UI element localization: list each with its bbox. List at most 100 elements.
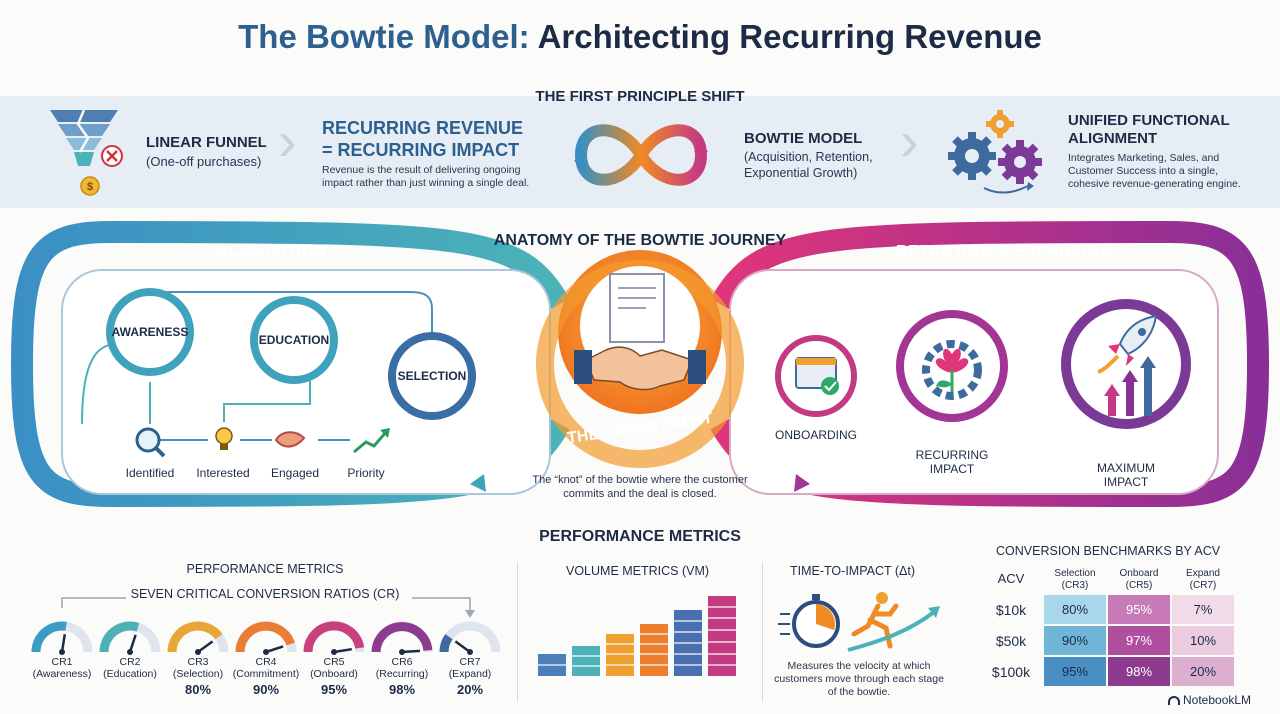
table-cell: 20%	[1172, 657, 1234, 686]
gauge-value-cr6: 98%	[388, 682, 416, 697]
node-recurring-impact: RECURRING IMPACT	[915, 448, 989, 476]
stage-priority: Priority	[347, 466, 385, 480]
table-header: Expand(CR7)	[1186, 568, 1220, 591]
gauge-needle	[60, 634, 67, 653]
brand-label: NotebookLM	[1168, 693, 1251, 707]
table-cell: 95%	[1108, 595, 1170, 624]
gauge-label-cr7: CR7(Expand)	[448, 656, 492, 681]
gauge-hub	[263, 649, 269, 655]
anatomy-heading: ANATOMY OF THE BOWTIE JOURNEY	[493, 232, 787, 249]
table-cell: 97%	[1108, 626, 1170, 655]
principle-heading: THE FIRST PRINCIPLE SHIFT	[535, 88, 745, 105]
gauge-hub	[195, 649, 201, 655]
table-header: ACV	[997, 571, 1025, 587]
recurring-desc: Revenue is the result of delivering ongo…	[322, 164, 530, 190]
stage-identified: Identified	[125, 466, 175, 480]
volume-bars-icon	[538, 596, 736, 676]
bowtie-model-sub: (Acquisition, Retention, Exponential Gro…	[744, 150, 873, 180]
table-header-row: ACV Selection(CR3) Onboard(CR5) Expand(C…	[980, 566, 1234, 593]
cr-heading: SEVEN CRITICAL CONVERSION RATIOS (CR)	[130, 587, 400, 601]
stage-engaged: Engaged	[270, 466, 320, 480]
gauge-label-cr4: CR4(Commitment)	[232, 656, 300, 681]
node-onboarding: ONBOARDING	[774, 428, 857, 442]
gauge-fill-cr5	[303, 621, 365, 653]
gears-icon	[948, 110, 1042, 194]
gauge-labels: CR1(Awareness) CR2(Education) CR3(Select…	[28, 656, 508, 706]
node-maximum-impact: MAXIMUM IMPACT	[1097, 461, 1155, 489]
node-education: EDUCATION	[258, 333, 330, 347]
linear-funnel-title: LINEAR FUNNEL	[146, 134, 267, 151]
gauge-fill-cr1	[31, 621, 67, 653]
time-desc: Measures the velocity at which customers…	[774, 660, 944, 699]
gauges-row	[31, 621, 501, 655]
stopwatch-runner-icon	[778, 592, 940, 652]
acv-cell: $10k	[980, 595, 1042, 624]
gauge-value-cr3: 80%	[184, 682, 212, 697]
commitment-desc: The “knot” of the bowtie where the custo…	[532, 474, 748, 500]
recurring-title-2: = RECURRING IMPACT	[322, 140, 520, 160]
gauge-fill-cr6	[371, 622, 433, 653]
gauge-hub	[127, 649, 133, 655]
recurring-title-1: RECURRING REVENUE	[322, 118, 524, 138]
benchmark-table: ACV Selection(CR3) Onboard(CR5) Expand(C…	[978, 564, 1236, 688]
acv-cell: $50k	[980, 626, 1042, 655]
bowtie-model-title: BOWTIE MODEL	[744, 130, 863, 147]
table-cell: 80%	[1044, 595, 1106, 624]
svg-text:$: $	[87, 181, 93, 193]
divider	[762, 562, 763, 702]
gauge-needle	[333, 647, 352, 654]
unified-title-1: UNIFIED FUNCTIONAL	[1068, 112, 1230, 129]
retention-heading: RETENTION & EXPANSION	[896, 243, 1113, 260]
metrics-left-heading: PERFORMANCE METRICS	[186, 562, 344, 576]
page-title: The Bowtie Model: Architecting Recurring…	[238, 18, 1042, 55]
gauge-label-cr6: CR6(Recurring)	[375, 656, 429, 681]
gauge-value-cr5: 95%	[320, 682, 348, 697]
bowtie-diagram	[10, 220, 1270, 508]
table-header: Onboard(CR5)	[1119, 568, 1159, 591]
time-heading: TIME-TO-IMPACT (Δt)	[790, 564, 916, 578]
gauge-hub	[399, 649, 405, 655]
gauge-needle	[197, 640, 214, 654]
divider	[517, 562, 518, 702]
infinity-icon	[574, 124, 708, 186]
gauge-needle	[454, 640, 471, 654]
gauge-fill-cr3	[167, 621, 223, 653]
gauge-value-cr7: 20%	[456, 682, 484, 697]
metrics-heading: PERFORMANCE METRICS	[539, 528, 741, 545]
table-cell: 98%	[1108, 657, 1170, 686]
gauge-fill-cr7	[439, 634, 453, 653]
chevron-right-icon: ›	[900, 109, 919, 172]
broken-funnel-icon: $	[50, 109, 123, 196]
gauge-hub	[467, 649, 473, 655]
node-selection: SELECTION	[397, 369, 467, 383]
gauge-label-cr2: CR2(Education)	[103, 656, 157, 681]
linear-funnel-sub: (One-off purchases)	[146, 154, 262, 169]
table-cell: 7%	[1172, 595, 1234, 624]
notebooklm-logo-icon	[1168, 696, 1180, 706]
unified-title-2: ALIGNMENT	[1068, 130, 1158, 147]
unified-desc: Integrates Marketing, Sales, and Custome…	[1068, 152, 1241, 191]
stage-interested: Interested	[196, 466, 250, 480]
gauge-label-cr1: CR1(Awareness)	[32, 656, 92, 681]
table-cell: 90%	[1044, 626, 1106, 655]
gauge-fill-cr2	[99, 621, 140, 653]
gauge-hub	[59, 649, 65, 655]
chevron-right-icon: ›	[278, 109, 297, 172]
gauge-hub	[331, 649, 337, 655]
acv-cell: $100k	[980, 657, 1042, 686]
table-cell: 95%	[1044, 657, 1106, 686]
volume-heading: VOLUME METRICS (VM)	[566, 564, 710, 578]
gauge-label-cr3: CR3(Selection)	[172, 656, 224, 681]
gauge-needle	[401, 649, 421, 654]
gauge-fill-cr4	[235, 621, 295, 653]
bench-heading: CONVERSION BENCHMARKS BY ACV	[996, 544, 1221, 558]
table-cell: 10%	[1172, 626, 1234, 655]
table-row: $10k 80% 95% 7%	[980, 595, 1234, 624]
table-header: Selection(CR3)	[1054, 568, 1096, 591]
acquisition-heading: ACQUISITION	[216, 243, 327, 260]
gauge-label-cr5: CR5(Onboard)	[310, 656, 358, 681]
cr-bracket	[61, 597, 475, 618]
table-row: $100k 95% 98% 20%	[980, 657, 1234, 686]
node-awareness: AWARENESS	[111, 325, 189, 339]
table-row: $50k 90% 97% 10%	[980, 626, 1234, 655]
